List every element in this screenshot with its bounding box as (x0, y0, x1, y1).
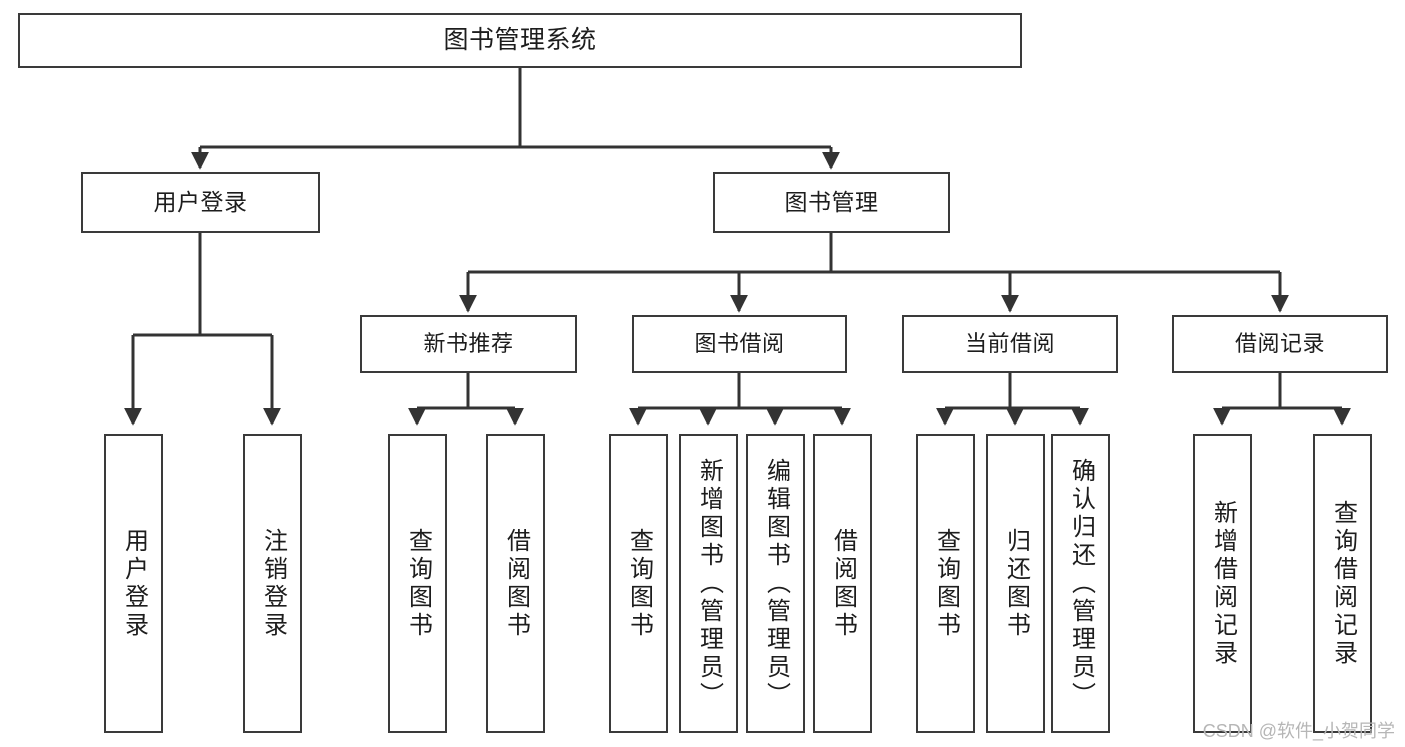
node-label: 当前借阅 (964, 331, 1055, 356)
node-leaf-query-borrow-record[interactable]: 查询借阅记录 (1313, 434, 1372, 733)
node-book-management[interactable]: 图书管理 (713, 172, 950, 233)
node-leaf-query-books-current[interactable]: 查询图书 (916, 434, 975, 733)
node-leaf-borrow-books-recommend[interactable]: 借阅图书 (486, 434, 545, 733)
node-leaf-add-book-admin[interactable]: 新增图书（管理员） (679, 434, 738, 733)
node-leaf-logout[interactable]: 注销登录 (243, 434, 302, 733)
node-label: 注销登录 (259, 527, 287, 640)
node-label: 用户登录 (120, 527, 148, 640)
node-label: 查询图书 (404, 527, 432, 640)
node-leaf-edit-book-admin[interactable]: 编辑图书（管理员） (746, 434, 805, 733)
node-label: 图书管理系统 (443, 26, 597, 54)
node-label: 新增图书（管理员） (695, 457, 723, 710)
node-borrow-record[interactable]: 借阅记录 (1172, 315, 1388, 373)
node-label: 查询图书 (932, 527, 960, 640)
node-label: 查询借阅记录 (1329, 499, 1357, 668)
node-leaf-return-books[interactable]: 归还图书 (986, 434, 1045, 733)
node-label: 借阅图书 (829, 527, 857, 640)
node-label: 图书借阅 (694, 331, 785, 356)
node-leaf-query-books-recommend[interactable]: 查询图书 (388, 434, 447, 733)
node-label: 归还图书 (1002, 527, 1030, 640)
node-label: 新书推荐 (423, 331, 514, 356)
node-leaf-borrow-books[interactable]: 借阅图书 (813, 434, 872, 733)
node-label: 用户登录 (153, 189, 248, 215)
node-label: 借阅记录 (1234, 331, 1325, 356)
node-new-book-recommend[interactable]: 新书推荐 (360, 315, 577, 373)
node-leaf-query-books-borrow[interactable]: 查询图书 (609, 434, 668, 733)
node-label: 查询图书 (625, 527, 653, 640)
node-label: 借阅图书 (502, 527, 530, 640)
node-leaf-add-borrow-record[interactable]: 新增借阅记录 (1193, 434, 1252, 733)
node-root-book-management-system[interactable]: 图书管理系统 (18, 13, 1022, 68)
node-label: 确认归还（管理员） (1067, 457, 1095, 710)
node-book-borrow[interactable]: 图书借阅 (632, 315, 847, 373)
node-label: 新增借阅记录 (1209, 499, 1237, 668)
node-leaf-user-login[interactable]: 用户登录 (104, 434, 163, 733)
node-label: 图书管理 (784, 189, 879, 215)
node-label: 编辑图书（管理员） (762, 457, 790, 710)
node-current-borrow[interactable]: 当前借阅 (902, 315, 1118, 373)
node-user-login[interactable]: 用户登录 (81, 172, 320, 233)
node-leaf-confirm-return-admin[interactable]: 确认归还（管理员） (1051, 434, 1110, 733)
